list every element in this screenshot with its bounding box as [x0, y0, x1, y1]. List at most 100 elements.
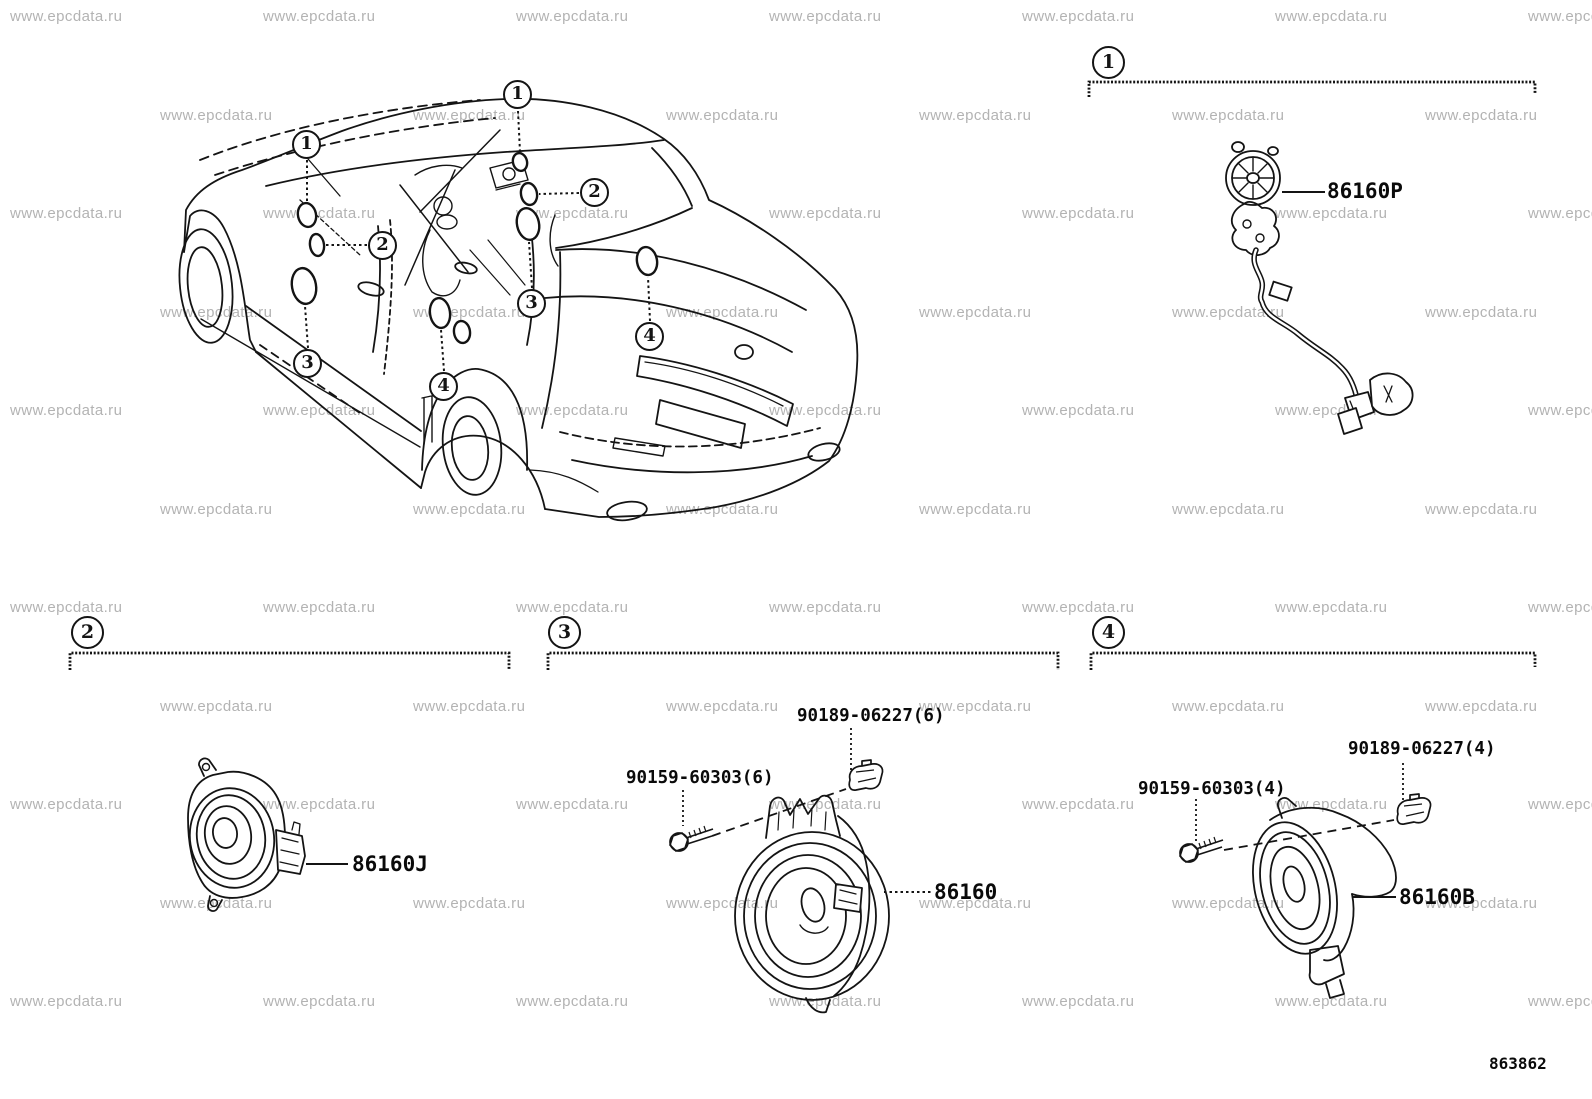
watermark: www.epcdata.ru — [1528, 796, 1592, 813]
watermark: www.epcdata.ru — [160, 500, 273, 518]
watermark: www.epcdata.ru — [413, 894, 526, 912]
watermark: www.epcdata.ru — [769, 402, 882, 419]
watermark: www.epcdata.ru — [263, 402, 376, 419]
watermark: www.epcdata.ru — [666, 303, 779, 321]
watermark: www.epcdata.ru — [263, 993, 376, 1010]
part-number-86160p[interactable]: 86160P — [1327, 179, 1403, 203]
callout-leader-lines — [304, 110, 651, 372]
watermark: www.epcdata.ru — [1425, 894, 1538, 912]
watermark: www.epcdata.ru — [919, 894, 1032, 912]
watermark: www.epcdata.ru — [10, 993, 123, 1010]
section-brackets — [68, 80, 1537, 670]
watermark: www.epcdata.ru — [516, 796, 629, 813]
watermark: www.epcdata.ru — [769, 205, 882, 222]
watermark: www.epcdata.ru — [413, 500, 526, 518]
car-callout-1-dash[interactable]: 1 — [503, 80, 532, 109]
part-number-90189-06227-4[interactable]: 90189-06227(4) — [1348, 739, 1496, 759]
watermark: www.epcdata.ru — [1022, 796, 1135, 813]
watermark: www.epcdata.ru — [769, 796, 882, 813]
watermark: www.epcdata.ru — [1172, 697, 1285, 715]
watermark: www.epcdata.ru — [516, 993, 629, 1010]
part-number-86160[interactable]: 86160 — [934, 880, 998, 904]
car-callout-4-shelf[interactable]: 4 — [635, 322, 664, 351]
watermark: www.epcdata.ru — [1022, 599, 1135, 616]
watermark: www.epcdata.ru — [10, 796, 123, 813]
watermark: www.epcdata.ru — [919, 303, 1032, 321]
watermark: www.epcdata.ru — [1528, 205, 1592, 222]
watermark: www.epcdata.ru — [263, 8, 376, 25]
watermark: www.epcdata.ru — [10, 8, 123, 25]
watermark: www.epcdata.ru — [1172, 106, 1285, 124]
watermark: www.epcdata.ru — [1528, 993, 1592, 1010]
watermark: www.epcdata.ru — [666, 894, 779, 912]
car-callout-2-right[interactable]: 2 — [580, 178, 609, 207]
watermark: www.epcdata.ru — [413, 697, 526, 715]
watermark: www.epcdata.ru — [1022, 8, 1135, 25]
watermark: www.epcdata.ru — [666, 106, 779, 124]
watermark: www.epcdata.ru — [1172, 500, 1285, 518]
car-callout-1-door[interactable]: 1 — [292, 130, 321, 159]
watermark: www.epcdata.ru — [413, 106, 526, 124]
car-callout-2-left[interactable]: 2 — [368, 231, 397, 260]
watermark: www.epcdata.ru — [1275, 8, 1388, 25]
part-number-90159-60303-4[interactable]: 90159-60303(4) — [1138, 779, 1286, 799]
part-number-90189-06227-6[interactable]: 90189-06227(6) — [797, 706, 945, 726]
watermark: www.epcdata.ru — [666, 500, 779, 518]
screw-drawing — [669, 825, 714, 852]
watermark: www.epcdata.ru — [1022, 205, 1135, 222]
watermark: www.epcdata.ru — [10, 402, 123, 419]
watermark: www.epcdata.ru — [516, 599, 629, 616]
figure-number: 863862 — [1489, 1054, 1547, 1073]
watermark: www.epcdata.ru — [516, 402, 629, 419]
watermark: www.epcdata.ru — [10, 205, 123, 222]
watermark: www.epcdata.ru — [10, 599, 123, 616]
watermark: www.epcdata.ru — [1275, 993, 1388, 1010]
car-drawing — [178, 97, 859, 522]
speaker-location-marks — [290, 151, 659, 345]
section-header-4[interactable]: 4 — [1092, 616, 1125, 649]
watermark: www.epcdata.ru — [1425, 500, 1538, 518]
watermark: www.epcdata.ru — [919, 106, 1032, 124]
watermark: www.epcdata.ru — [1425, 697, 1538, 715]
watermark: www.epcdata.ru — [160, 106, 273, 124]
car-callout-3-right[interactable]: 3 — [517, 289, 546, 318]
tweeter-assembly-drawing — [1225, 141, 1414, 435]
watermark: www.epcdata.ru — [1425, 303, 1538, 321]
watermark: www.epcdata.ru — [1528, 402, 1592, 419]
watermark: www.epcdata.ru — [1275, 205, 1388, 222]
screw-drawing — [1179, 836, 1224, 863]
watermark: www.epcdata.ru — [1528, 8, 1592, 25]
car-callout-3-left[interactable]: 3 — [293, 349, 322, 378]
front-door-speaker-drawing — [734, 794, 890, 1014]
watermark: www.epcdata.ru — [1425, 106, 1538, 124]
part-number-86160b[interactable]: 86160B — [1399, 885, 1475, 909]
assembly-lines-section4 — [1195, 763, 1404, 851]
watermark: www.epcdata.ru — [666, 697, 779, 715]
car-callout-4-door[interactable]: 4 — [429, 372, 458, 401]
watermark: www.epcdata.ru — [919, 500, 1032, 518]
clip-drawing — [1396, 793, 1432, 825]
watermark: www.epcdata.ru — [1275, 599, 1388, 616]
clip-drawing — [848, 759, 884, 791]
watermark: www.epcdata.ru — [263, 599, 376, 616]
part-number-86160j[interactable]: 86160J — [352, 852, 428, 876]
watermark: www.epcdata.ru — [263, 205, 376, 222]
section-header-2[interactable]: 2 — [71, 616, 104, 649]
section-header-3[interactable]: 3 — [548, 616, 581, 649]
watermark: www.epcdata.ru — [160, 303, 273, 321]
watermark: www.epcdata.ru — [769, 8, 882, 25]
watermark: www.epcdata.ru — [160, 697, 273, 715]
assembly-lines-section3 — [682, 728, 852, 837]
watermark: www.epcdata.ru — [1022, 402, 1135, 419]
watermark: www.epcdata.ru — [919, 697, 1032, 715]
watermark: www.epcdata.ru — [1172, 303, 1285, 321]
section-header-1[interactable]: 1 — [1092, 46, 1125, 79]
watermark: www.epcdata.ru — [160, 894, 273, 912]
watermark: www.epcdata.ru — [769, 599, 882, 616]
part-number-90159-60303-6[interactable]: 90159-60303(6) — [626, 768, 774, 788]
door-tweeter-speaker-drawing — [187, 757, 306, 912]
watermark: www.epcdata.ru — [1528, 599, 1592, 616]
